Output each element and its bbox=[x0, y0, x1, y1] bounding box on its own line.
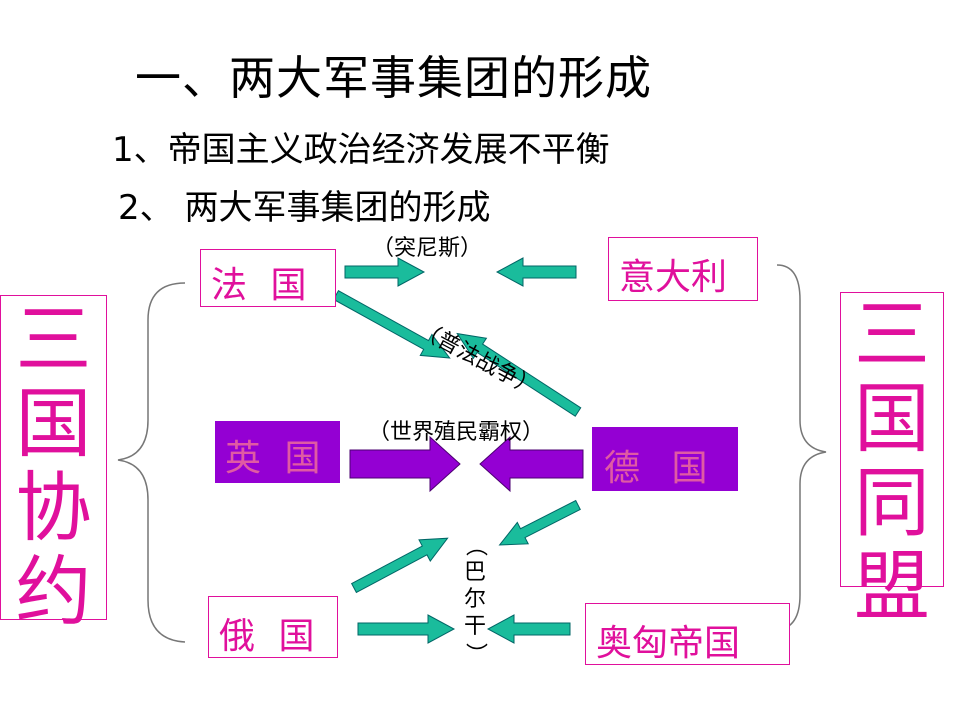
label-world-colonial-hegemony: （世界殖民霸权） bbox=[368, 420, 545, 445]
bloc-entente-char: 协 bbox=[15, 463, 92, 552]
left-brace bbox=[117, 282, 186, 643]
arrow-germany-to-balkans bbox=[498, 499, 581, 546]
bloc-alliance-char: 三 bbox=[854, 290, 930, 379]
arrow-russia-to-austria bbox=[357, 614, 456, 644]
bloc-entente-char: 约 bbox=[15, 547, 92, 636]
right-brace bbox=[776, 264, 827, 631]
bloc-triple-alliance: 三 国 同 盟 bbox=[840, 290, 944, 629]
label-tunis: （突尼斯） bbox=[372, 236, 483, 261]
bloc-triple-entente: 三 国 协 约 bbox=[0, 295, 107, 634]
label-balkans: （ 巴 尔 干 ） bbox=[462, 534, 488, 665]
bloc-alliance-char: 国 bbox=[854, 374, 930, 463]
country-france: 法 国 bbox=[200, 249, 336, 307]
bloc-alliance-char: 同 bbox=[854, 458, 930, 547]
country-russia: 俄 国 bbox=[208, 596, 338, 658]
arrow-italy-to-france bbox=[495, 257, 577, 287]
arrow-britain-to-germany bbox=[349, 435, 461, 493]
subtitle-1: 1、帝国主义政治经济发展不平衡 bbox=[112, 130, 610, 170]
arrow-germany-to-britain bbox=[479, 435, 584, 493]
bloc-entente-char: 国 bbox=[15, 379, 92, 468]
arrow-france-to-italy bbox=[344, 257, 426, 287]
bloc-entente-char: 三 bbox=[15, 295, 92, 384]
country-italy: 意大利 bbox=[608, 237, 758, 301]
arrow-russia-to-balkans bbox=[350, 537, 449, 594]
subtitle-2: 2、 两大军事集团的形成 bbox=[118, 188, 491, 228]
arrow-germany-diagonal bbox=[456, 332, 582, 417]
bloc-alliance-char: 盟 bbox=[854, 542, 930, 631]
arrow-austria-to-russia bbox=[486, 614, 571, 644]
arrow-france-diagonal bbox=[332, 289, 451, 359]
country-germany: 德 国 bbox=[592, 427, 738, 491]
country-britain: 英 国 bbox=[215, 421, 340, 483]
page-title: 一、两大军事集团的形成 bbox=[135, 51, 652, 105]
country-austria-hungary: 奥匈帝国 bbox=[585, 603, 790, 665]
